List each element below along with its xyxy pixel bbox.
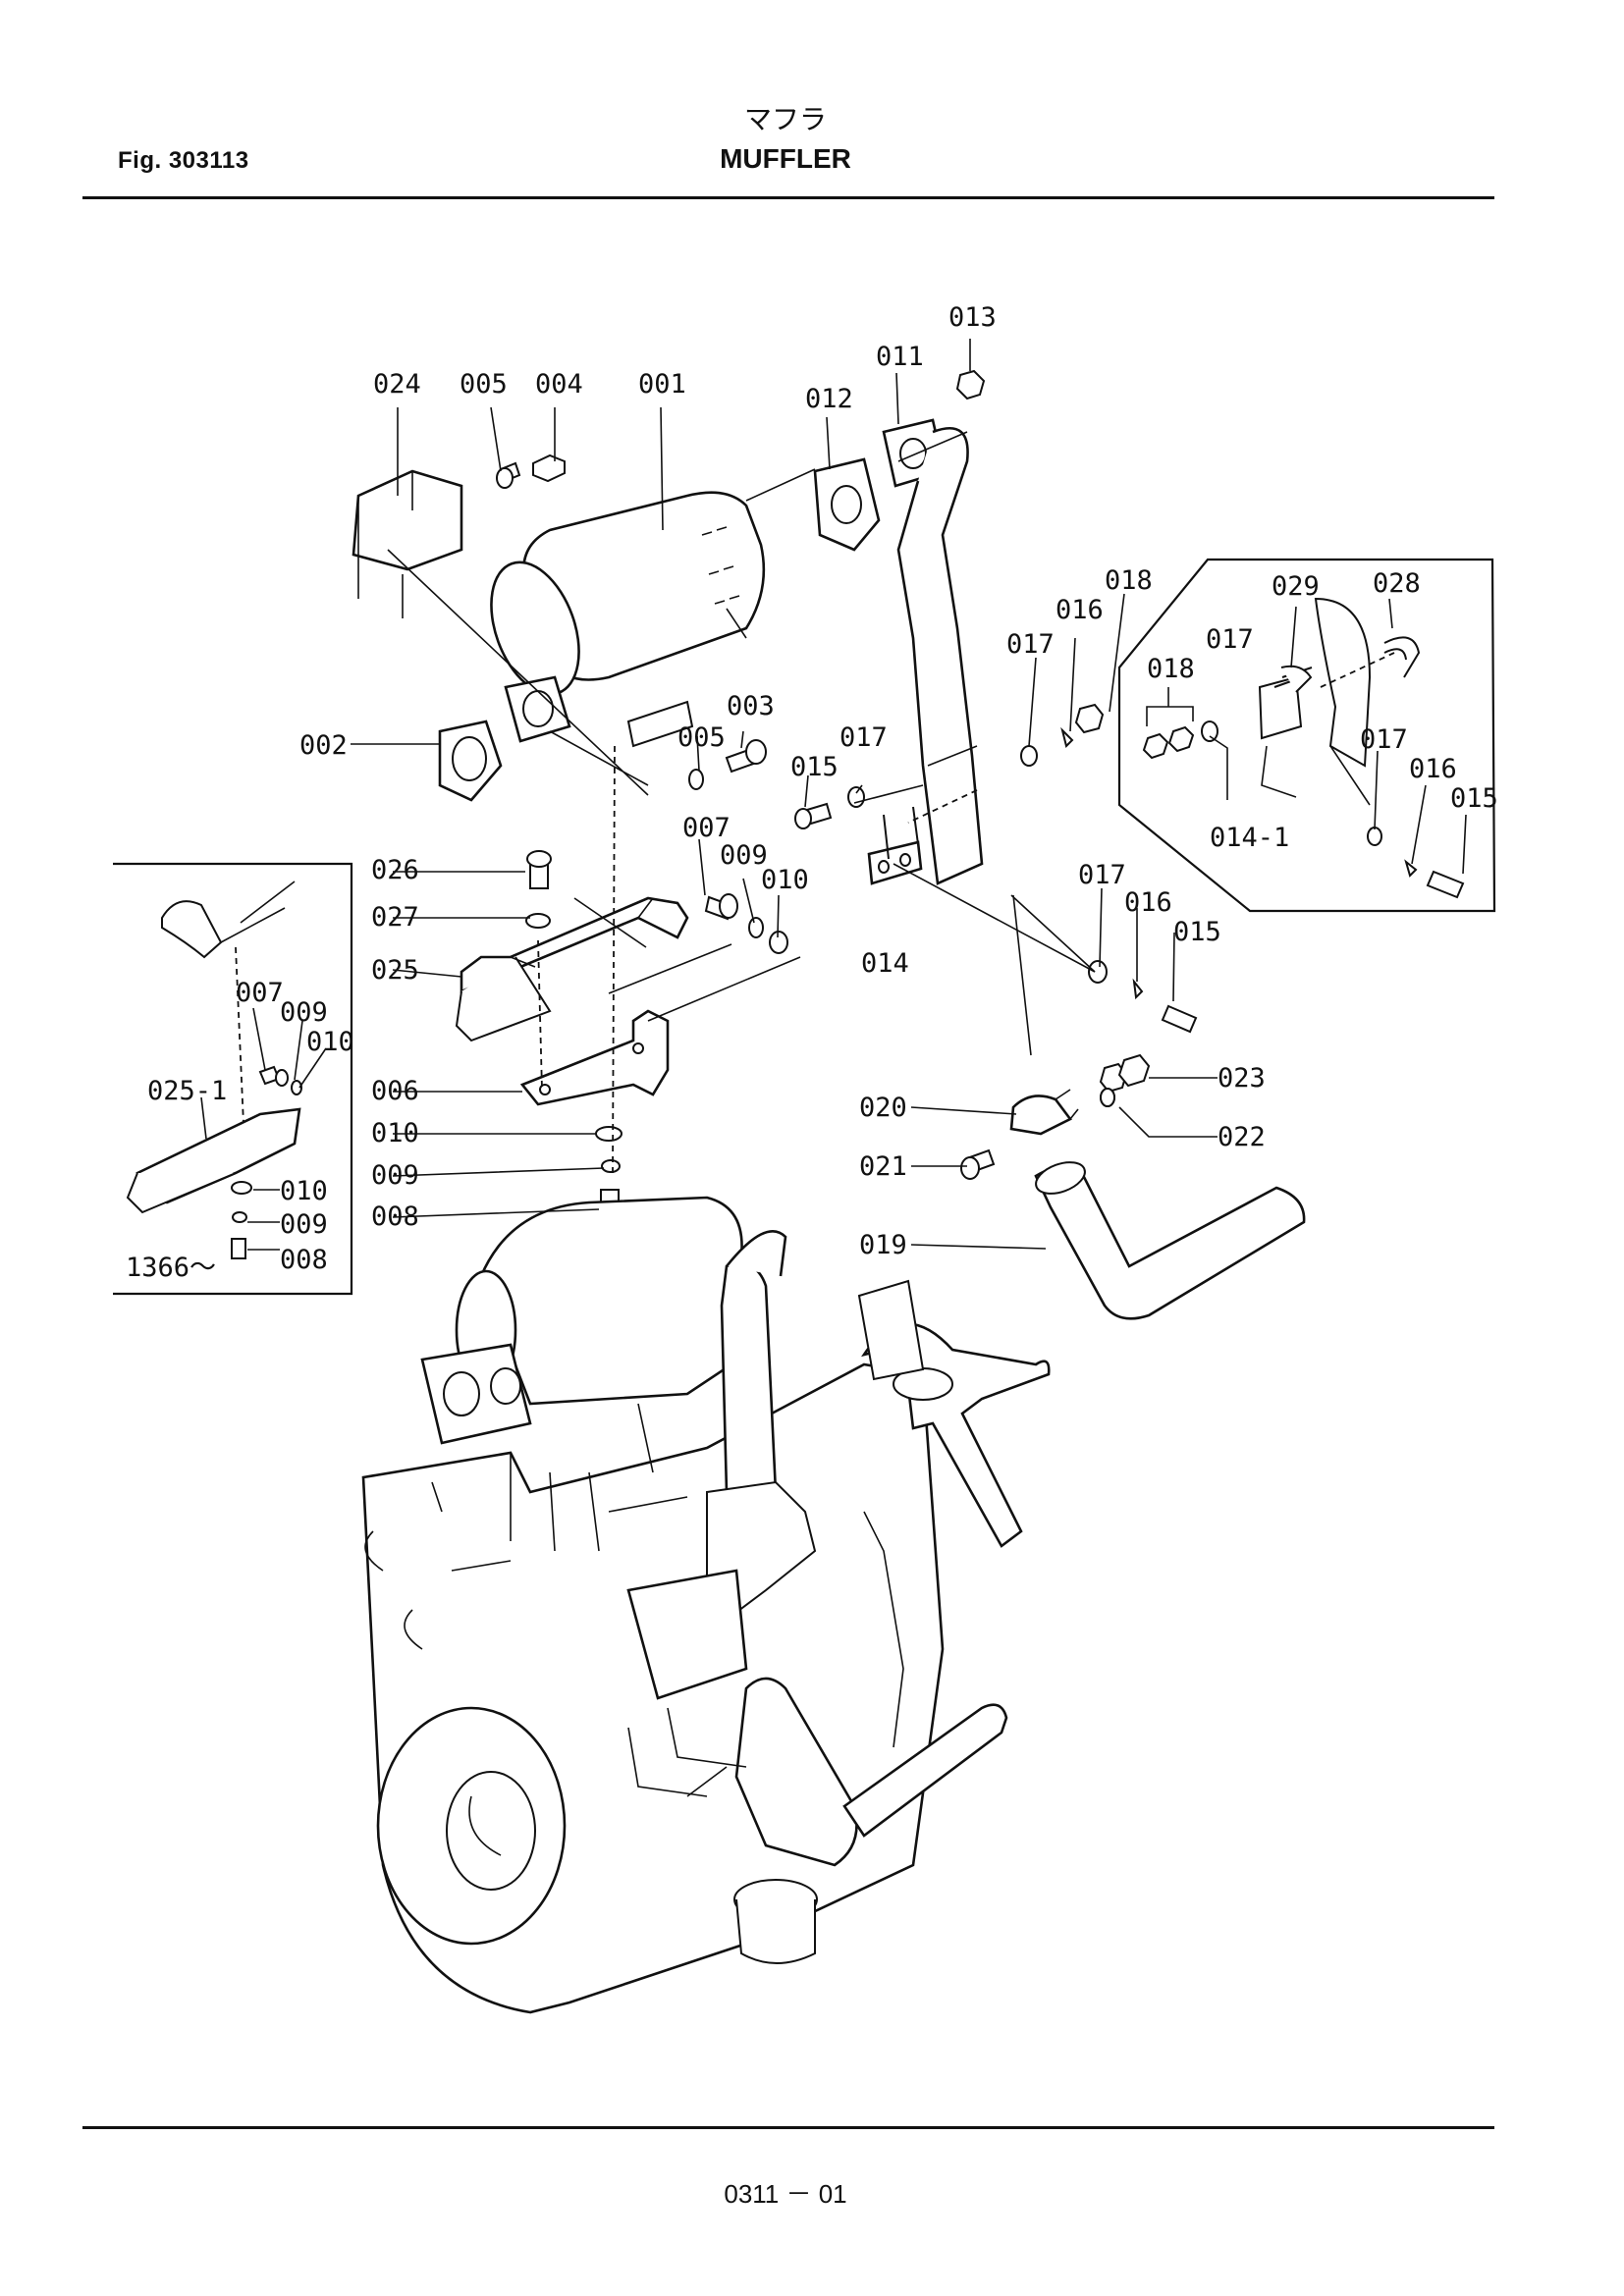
callout-010b: 010 [371, 1118, 419, 1148]
callout-015b: 015 [1173, 917, 1221, 947]
callout-010c: 010 [306, 1027, 354, 1057]
callout-028: 028 [1373, 568, 1421, 599]
callout-014: 014 [861, 948, 909, 979]
bracket-006-drawing [519, 1009, 670, 1106]
nut-013-drawing [955, 369, 986, 400]
page-title: MUFFLER [720, 143, 851, 174]
title-japanese: マフラ [743, 103, 827, 135]
part-callouts: 024 005 004 001 002 003 005 013 011 012 … [126, 302, 1498, 1283]
callout-015: 015 [790, 752, 839, 782]
callout-029: 029 [1272, 571, 1320, 602]
callout-009c: 009 [280, 997, 328, 1028]
callout-016b: 016 [1124, 887, 1172, 918]
callout-017: 017 [1006, 629, 1055, 660]
callout-017e: 017 [1360, 724, 1408, 755]
dashed-assembly-lines [387, 431, 1096, 1174]
callout-010d: 010 [280, 1176, 328, 1206]
clamp-020-drawing [1009, 1053, 1151, 1136]
figure-number: Fig. 303113 [118, 147, 249, 174]
tail-pipe-019-drawing [1034, 1161, 1306, 1320]
callout-022: 022 [1218, 1122, 1266, 1152]
detail-inset-025-1 [113, 862, 353, 1296]
callout-017d: 017 [1206, 624, 1254, 655]
callout-005b: 005 [677, 722, 726, 753]
gasket-012-drawing [813, 457, 881, 552]
callout-021: 021 [859, 1151, 907, 1182]
callout-009: 009 [720, 840, 768, 871]
footer-rule [82, 2126, 1494, 2129]
callout-007b: 007 [236, 978, 284, 1008]
callout-011: 011 [876, 342, 924, 372]
bracket-014-drawing [853, 784, 1096, 973]
callout-020: 020 [859, 1093, 907, 1123]
callout-001: 001 [638, 369, 686, 400]
engine-assembly-drawing [361, 1196, 1051, 2014]
callout-008: 008 [371, 1201, 419, 1232]
callout-009b: 009 [371, 1160, 419, 1191]
callout-012: 012 [805, 384, 853, 414]
callout-024: 024 [373, 369, 421, 400]
callout-004: 004 [535, 369, 583, 400]
mounting-plate-025-drawing [455, 896, 689, 1042]
serial-note: 1366～ [126, 1253, 216, 1283]
exhaust-pipe-011-drawing [882, 418, 984, 885]
callout-014-1: 014-1 [1210, 823, 1289, 853]
callout-018: 018 [1105, 565, 1153, 596]
callout-017c: 017 [1078, 860, 1126, 890]
callout-003: 003 [727, 691, 775, 721]
callout-023: 023 [1218, 1063, 1266, 1094]
callout-017b: 017 [839, 722, 888, 753]
callout-008b: 008 [280, 1245, 328, 1275]
callout-009d: 009 [280, 1209, 328, 1240]
callout-016c: 016 [1409, 754, 1457, 784]
callout-002: 002 [299, 730, 348, 761]
callout-027: 027 [371, 902, 419, 933]
leader-lines [200, 339, 1467, 1251]
callout-019: 019 [859, 1230, 907, 1260]
callout-018b: 018 [1147, 654, 1195, 684]
upper-bracket-024-drawing [352, 469, 463, 618]
callout-016: 016 [1056, 595, 1104, 625]
callout-013: 013 [948, 302, 997, 333]
header-rule [82, 196, 1494, 199]
callout-015c: 015 [1450, 783, 1498, 814]
callout-007: 007 [682, 813, 731, 843]
callout-010: 010 [761, 865, 809, 895]
callout-026: 026 [371, 855, 419, 885]
callout-025: 025 [371, 955, 419, 986]
gasket-002-drawing [438, 720, 503, 802]
callout-025-1: 025-1 [147, 1076, 227, 1106]
callout-005: 005 [460, 369, 508, 400]
muffler-body-drawing [490, 491, 766, 748]
callout-006: 006 [371, 1076, 419, 1106]
detail-inset-014-1 [1117, 558, 1496, 913]
page-code: 0311 － 01 [724, 2179, 847, 2209]
